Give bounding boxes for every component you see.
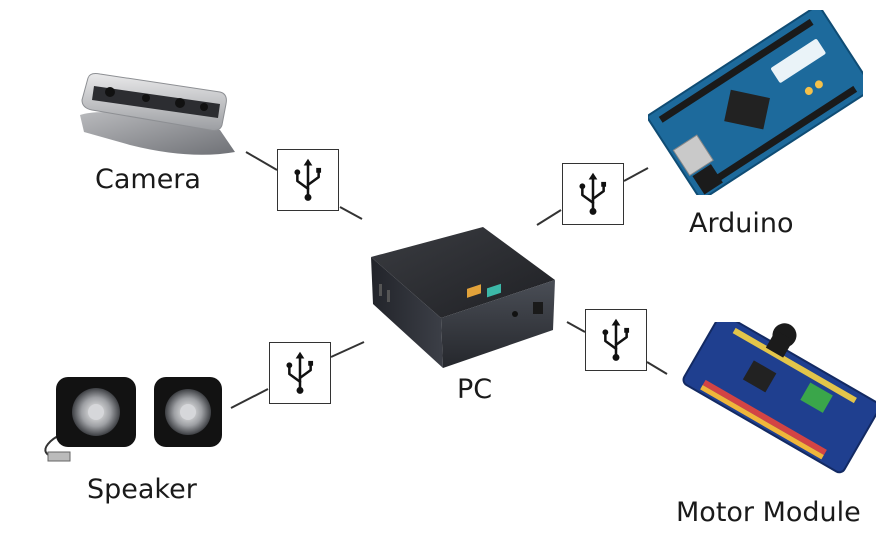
usb-icon [579, 172, 607, 215]
arduino-image [648, 10, 863, 195]
usb-connector-arduino [562, 163, 624, 225]
usb-icon [286, 351, 314, 394]
motor-module-image [682, 322, 876, 474]
line-usb-arduino [623, 167, 649, 182]
usb-connector-camera [277, 149, 339, 211]
line-usb-speaker [230, 388, 269, 409]
camera-image [80, 73, 235, 155]
speaker-image [44, 377, 222, 462]
line-pc-usb-arduino [536, 209, 562, 226]
usb-icon [602, 318, 630, 361]
line-camera-usb [245, 151, 278, 171]
line-pc-usb-speaker [330, 341, 365, 358]
line-pc-usb-motor [566, 321, 586, 333]
speaker-label: Speaker [87, 474, 197, 505]
line-usb-motor [646, 361, 668, 375]
usb-icon [294, 158, 322, 201]
usb-connector-motor [585, 309, 647, 371]
pc-label: PC [457, 374, 493, 405]
motor-module-label: Motor Module [676, 497, 861, 528]
usb-connector-speaker [269, 342, 331, 404]
pc-image [371, 227, 555, 368]
camera-label: Camera [95, 164, 201, 195]
arduino-label: Arduino [689, 208, 794, 239]
line-usb-pc-camera [339, 206, 363, 220]
